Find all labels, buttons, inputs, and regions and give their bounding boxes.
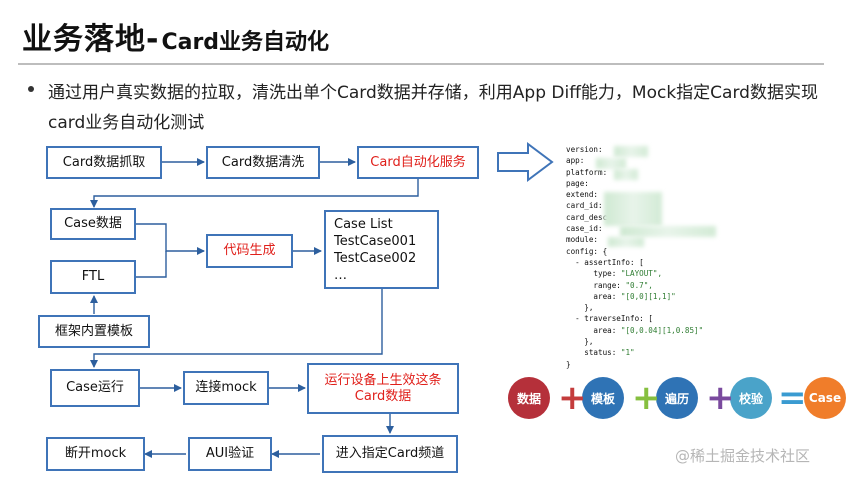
- redacted-blur: [604, 192, 662, 226]
- code-value: "0.7",: [625, 280, 653, 290]
- code-key: version:: [566, 145, 603, 154]
- code-line: card_id:: [566, 200, 816, 211]
- code-key: case_id:: [566, 224, 603, 234]
- arrow-service-casedata: [90, 179, 419, 208]
- code-key: extend:: [566, 190, 599, 200]
- redacted-blur: [608, 237, 644, 247]
- code-key: }: [566, 359, 571, 369]
- code-key: card_desc:: [566, 212, 612, 222]
- code-value: "[0,0][1,1]": [620, 291, 676, 301]
- code-line: range: "0.7",: [566, 280, 816, 291]
- plus-icon: +: [632, 378, 661, 418]
- formula-circle: 遍历: [656, 377, 698, 419]
- code-key: range:: [566, 280, 626, 290]
- arrow-ftl-codegen: [136, 251, 167, 278]
- big-hollow-arrow-icon: [497, 142, 554, 182]
- code-line: area: "[0,0.04][1,0.85]": [566, 325, 816, 336]
- box-ftl: FTL: [50, 260, 136, 294]
- formula-circle: 模板: [582, 377, 624, 419]
- formula-circle: Case: [804, 377, 846, 419]
- device-apply-line2: Card数据: [354, 388, 412, 404]
- title-main: 业务落地-: [22, 22, 160, 57]
- box-service: Card自动化服务: [357, 146, 479, 179]
- box-codegen: 代码生成: [206, 234, 293, 268]
- code-line: area: "[0,0][1,1]": [566, 291, 816, 302]
- bullet-text: 通过用户真实数据的拉取，清洗出单个Card数据并存储，利用App Diff能力，…: [48, 83, 818, 133]
- box-case-list: Case List TestCase001 TestCase002 …: [324, 210, 439, 289]
- code-key: type:: [566, 269, 621, 279]
- arrow-casedata-codegen: [136, 223, 205, 255]
- code-line: case_id:: [566, 223, 816, 234]
- case-list-line: TestCase002: [334, 251, 417, 266]
- code-key: - traverseInfo: [: [566, 314, 653, 324]
- code-line: platform:: [566, 167, 816, 178]
- code-line: module:: [566, 234, 816, 245]
- formula-circle: 校验: [730, 377, 772, 419]
- box-connect-mock: 连接mock: [183, 371, 269, 405]
- code-line: version:: [566, 144, 816, 155]
- formula-circle: 数据: [508, 377, 550, 419]
- code-key: card_id:: [566, 201, 603, 211]
- code-line: },: [566, 336, 816, 347]
- case-list-line: …: [334, 268, 347, 283]
- box-enter-channel: 进入指定Card频道: [322, 435, 458, 473]
- box-clean: Card数据清洗: [206, 146, 320, 179]
- code-key: module:: [566, 235, 599, 245]
- case-list-line: TestCase001: [334, 234, 417, 249]
- box-case-data: Case数据: [50, 208, 136, 240]
- redacted-blur: [596, 158, 626, 169]
- code-line: extend:: [566, 189, 816, 200]
- box-fetch: Card数据抓取: [46, 146, 162, 179]
- code-line: page:: [566, 178, 816, 189]
- code-line: }: [566, 359, 816, 370]
- arrow-caselist-caserun: [90, 289, 383, 368]
- bullet-dot-icon: [28, 86, 34, 92]
- redacted-blur: [614, 146, 648, 157]
- title-divider: [18, 63, 824, 65]
- box-aui-verify: AUI验证: [188, 437, 272, 471]
- code-line: - traverseInfo: [: [566, 313, 816, 324]
- code-key: status:: [566, 348, 621, 358]
- code-line: card_desc:: [566, 212, 816, 223]
- config-code-snippet: version: app:platform:page: extend:card_id…: [566, 144, 816, 370]
- code-line: },: [566, 302, 816, 313]
- code-key: page:: [566, 178, 589, 188]
- code-key: config: {: [566, 246, 608, 256]
- code-key: area:: [566, 291, 621, 301]
- case-list-line: Case List: [334, 217, 393, 232]
- code-line: config: {: [566, 246, 816, 257]
- box-disconnect-mock: 断开mock: [46, 437, 145, 471]
- code-line: status: "1": [566, 347, 816, 358]
- device-apply-line1: 运行设备上生效这条: [324, 372, 442, 388]
- formula-row: 数据模板遍历校验 Case + + + =: [508, 377, 848, 421]
- code-value: "1": [620, 348, 635, 358]
- redacted-blur: [620, 226, 716, 237]
- redacted-blur: [614, 169, 638, 180]
- watermark: @稀土掘金技术社区: [675, 447, 811, 465]
- box-template: 框架内置模板: [38, 315, 150, 348]
- code-value: "[0,0.04][1,0.85]": [620, 325, 704, 335]
- code-key: app:: [566, 156, 585, 166]
- code-line: - assertInfo: [: [566, 257, 816, 268]
- box-device-apply: 运行设备上生效这条 Card数据: [307, 363, 459, 414]
- code-value: "LAYOUT",: [620, 269, 663, 279]
- code-key: },: [566, 337, 594, 347]
- plus-icon: +: [558, 378, 587, 418]
- code-line: app:: [566, 155, 816, 166]
- box-case-run: Case运行: [50, 369, 140, 407]
- code-key: },: [566, 303, 594, 313]
- plus-icon: +: [706, 378, 735, 418]
- code-key: - assertInfo: [: [566, 257, 644, 267]
- equals-icon: =: [778, 378, 807, 418]
- page-title: 业务落地- Card业务自动化: [22, 14, 329, 58]
- code-line: type: "LAYOUT",: [566, 268, 816, 279]
- code-key: area:: [566, 325, 621, 335]
- title-sub: Card业务自动化: [161, 30, 330, 55]
- code-key: platform:: [566, 167, 608, 177]
